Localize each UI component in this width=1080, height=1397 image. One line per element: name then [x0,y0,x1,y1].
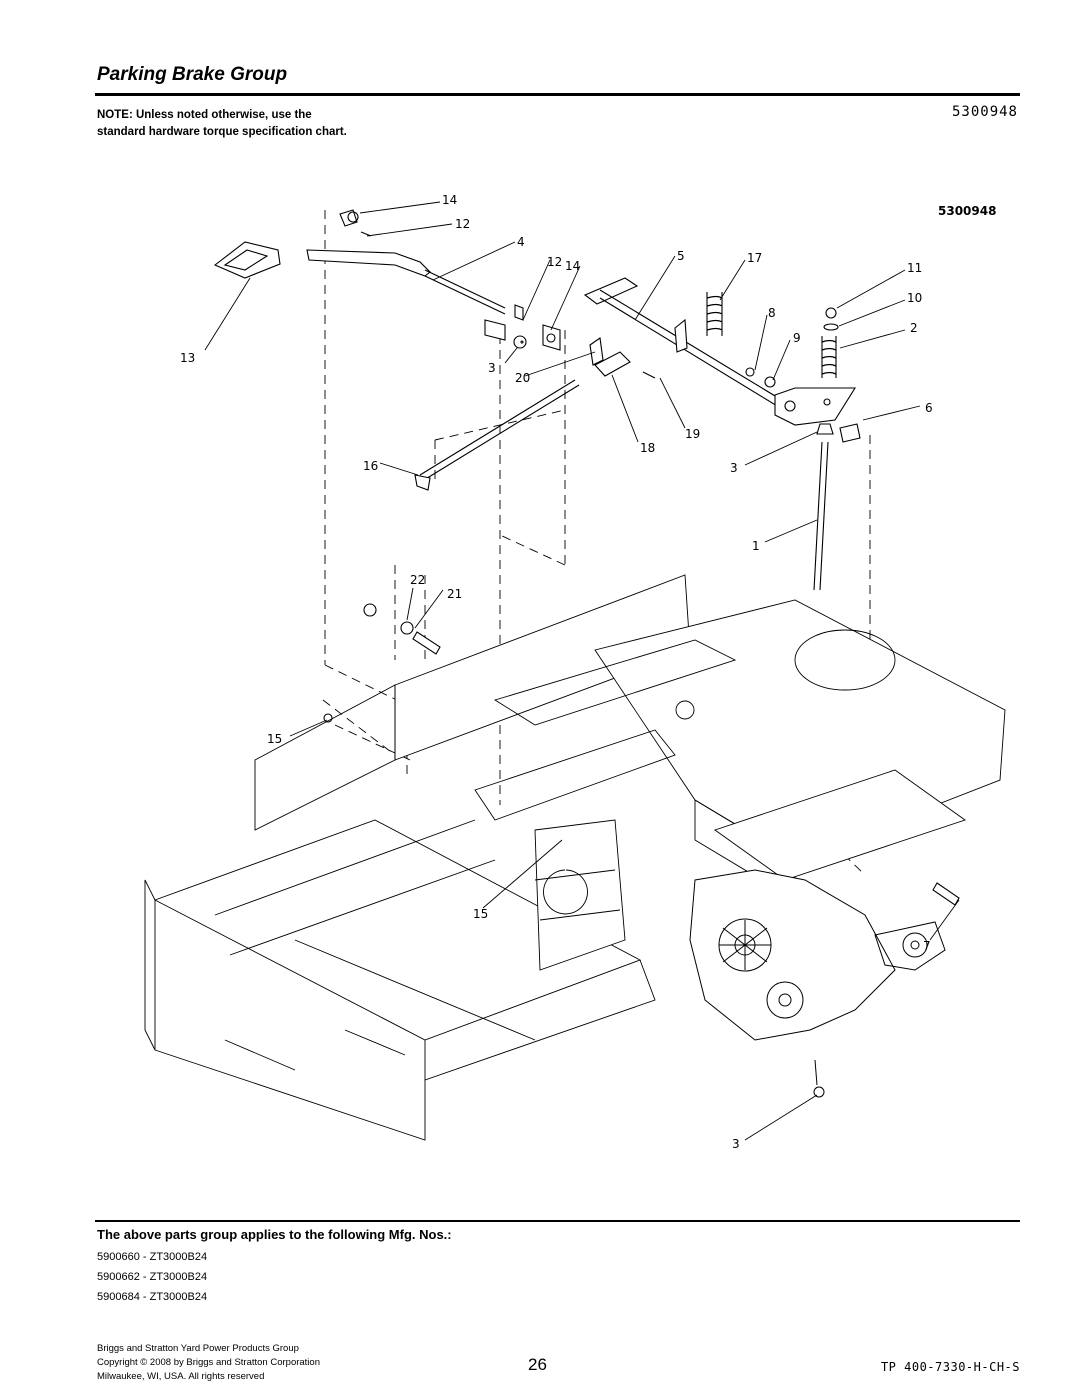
callout-4: 4 [517,235,525,249]
callout-19: 19 [685,427,700,441]
applies-rule [95,1220,1020,1222]
torque-note: NOTE: Unless noted otherwise, use the st… [97,109,347,138]
callout-10: 10 [907,291,922,305]
model-item: 5900660 - ZT3000B24 [97,1251,208,1263]
footer-copyright-block: Briggs and Stratton Yard Power Products … [97,1342,320,1384]
callout-14: 14 [442,193,457,207]
callout-17: 17 [747,251,762,265]
callout-3: 3 [730,461,738,475]
model-item: 5900662 - ZT3000B24 [97,1271,208,1283]
callout-11: 11 [907,261,922,275]
callout-15: 15 [267,732,282,746]
document-code: TP 400-7330-H-CH-S [880,1360,1020,1374]
callout-21: 21 [447,587,462,601]
exploded-parts-diagram: 14 12 4 12 14 5 17 11 10 2 8 9 13 3 20 6… [144,193,1006,1151]
callout-2: 2 [910,321,918,335]
callout-3: 3 [488,361,496,375]
callout-13: 13 [180,351,195,365]
callout-18: 18 [640,441,655,455]
callout-9: 9 [793,331,801,345]
callout-8: 8 [768,306,776,320]
applies-heading: The above parts group applies to the fol… [97,1227,452,1242]
model-list: 5900660 - ZT3000B24 5900662 - ZT3000B24 … [97,1247,207,1307]
footer-copyright: Copyright © 2008 by Briggs and Stratton … [97,1357,320,1368]
page-number: 26 [528,1355,547,1374]
callout-14: 14 [565,259,580,273]
callout-7: 7 [923,939,931,953]
callout-6: 6 [925,401,933,415]
callout-12: 12 [455,217,470,231]
callout-22: 22 [410,573,425,587]
callout-15: 15 [473,907,488,921]
page-title: Parking Brake Group [97,64,288,85]
footer-company: Briggs and Stratton Yard Power Products … [97,1343,299,1354]
header-rule [95,93,1020,96]
header-part-number: 5300948 [951,104,1018,120]
callout-5: 5 [677,249,685,263]
callout-20: 20 [515,371,530,385]
model-item: 5900684 - ZT3000B24 [97,1291,208,1303]
callout-12: 12 [547,255,562,269]
callout-16: 16 [363,459,378,473]
callout-3: 3 [732,1137,740,1151]
footer-address: Milwaukee, WI, USA. All rights reserved [97,1371,265,1382]
callout-1: 1 [752,539,760,553]
diagram-part-number: 5300948 [938,204,997,218]
